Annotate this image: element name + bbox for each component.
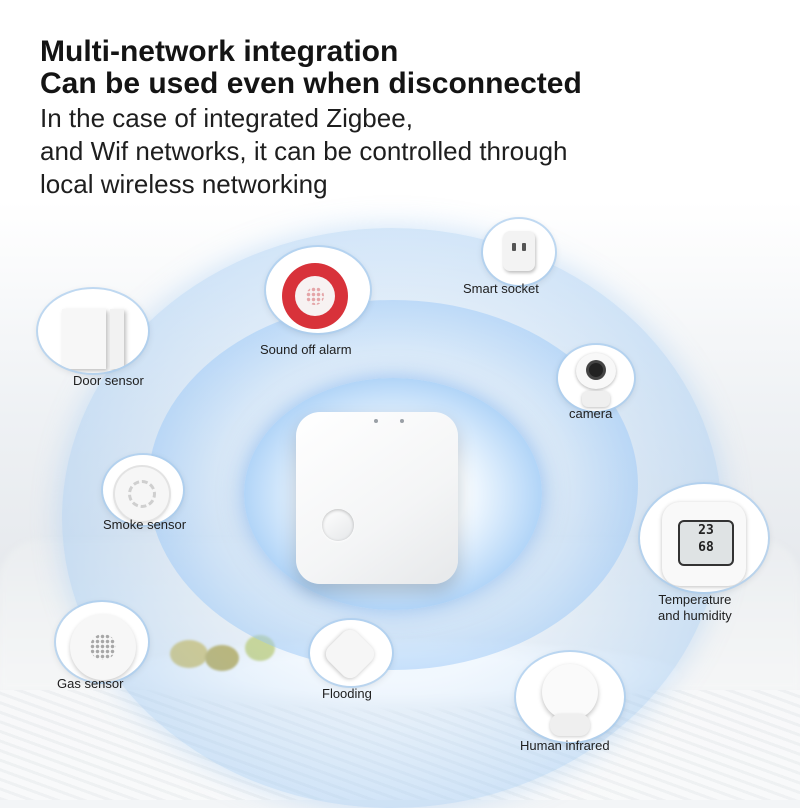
thermo-display: 23 68 <box>678 520 734 566</box>
smoke-sensor-label: Smoke sensor <box>103 517 187 532</box>
headline-line-2: Can be used even when disconnected <box>40 67 582 100</box>
humidity-readout: 68 <box>698 540 714 555</box>
smart-socket-icon <box>503 231 535 271</box>
hub-button <box>322 509 354 541</box>
description-line-3: local wireless networking <box>40 169 328 199</box>
camera-label: camera <box>569 406 613 421</box>
flooding-bubble <box>310 620 392 686</box>
description-line-1: In the case of integrated Zigbee, <box>40 103 413 133</box>
gateway-hub <box>296 412 458 584</box>
motion-sensor-icon <box>542 664 598 720</box>
headline-line-1: Multi-network integration <box>40 35 399 68</box>
gas-sensor-bubble <box>56 602 148 682</box>
temp-humidity-label-line-1: Temperature <box>658 592 732 607</box>
temp-humidity-label-line-2: and humidity <box>658 608 732 623</box>
smoke-sensor-bubble <box>103 455 183 525</box>
human-infrared-bubble <box>516 652 624 742</box>
camera-bubble <box>558 345 634 411</box>
flooding-label: Flooding <box>322 686 372 701</box>
human-infrared-label: Human infrared <box>520 738 610 753</box>
door-sensor-bubble <box>38 289 148 373</box>
hub-led <box>400 419 404 423</box>
hub-led <box>374 419 378 423</box>
temp-humidity-bubble: 23 68 <box>640 484 768 592</box>
sound-alarm-label: Sound off alarm <box>260 342 352 357</box>
water-sensor-icon <box>321 625 379 683</box>
temperature-readout: 23 <box>698 523 714 538</box>
sound-alarm-bubble <box>266 247 370 333</box>
smart-socket-label: Smart socket <box>463 281 539 296</box>
door-sensor-icon <box>62 309 106 369</box>
gas-sensor-label: Gas sensor <box>57 676 124 691</box>
header: Multi-network integration Can be used ev… <box>40 36 760 199</box>
gas-sensor-icon <box>70 614 136 680</box>
description-line-2: and Wif networks, it can be controlled t… <box>40 136 568 166</box>
smart-socket-bubble <box>483 219 555 285</box>
temp-humidity-label: Temperature and humidity <box>658 592 732 624</box>
smoke-sensor-icon <box>115 467 169 521</box>
door-sensor-label: Door sensor <box>73 373 144 388</box>
